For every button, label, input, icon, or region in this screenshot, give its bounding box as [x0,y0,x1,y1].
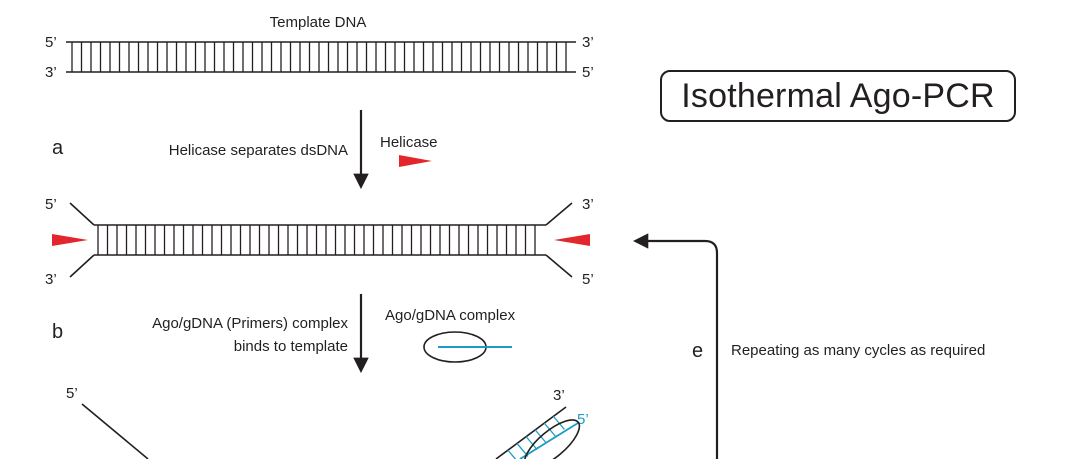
step-b-caption-line2: binds to template [234,338,348,355]
helicase-right-icon [554,234,590,246]
bottom-left-strand [81,403,149,459]
separating-right-5prime: 5’ [582,271,594,288]
bottom-right-binding-complex [495,406,581,459]
bottom-left-5prime: 5’ [66,385,78,402]
separating-left-3prime: 3’ [45,271,57,288]
step-e-caption: Repeating as many cycles as required [731,342,985,359]
bottom-right-ago-protein [523,419,581,459]
base-pair-rung [507,449,517,459]
fork-left-top [69,202,95,226]
ago-gdna-legend-label: Ago/gDNA complex [385,307,516,324]
step-a-letter: a [52,137,64,159]
helicase-legend-icon [399,155,432,167]
bottom-right-3prime: 3’ [553,387,565,404]
template-top-left-5prime: 5’ [45,34,57,51]
template-base-pairs [71,42,567,72]
base-pair-rung [525,436,538,451]
helicase-legend-label: Helicase [380,134,438,151]
template-dsdna [66,41,576,73]
step-b-letter: b [52,321,63,343]
fork-right-bottom [545,254,573,278]
template-dna-label: Template DNA [270,14,367,31]
bottom-right-guide-strand [519,422,579,459]
bottom-right-template-strand [495,406,567,459]
repeat-cycle-arrow [632,233,719,459]
template-bottom-left-3prime: 3’ [45,64,57,81]
separating-base-pairs [97,225,536,255]
base-pair-rung [552,415,565,430]
step-e-letter: e [692,340,703,362]
step-a-caption: Helicase separates dsDNA [169,142,348,159]
step-b-caption-line1: Ago/gDNA (Primers) complex [152,315,348,332]
separating-right-3prime: 3’ [582,196,594,213]
template-top-right-3prime: 3’ [582,34,594,51]
ago-gdna-legend-icon [423,331,512,363]
fork-right-top [545,202,573,226]
template-bottom-right-5prime: 5’ [582,64,594,81]
separating-dsdna [69,202,573,278]
helicase-left-icon [52,234,88,246]
separating-left-5prime: 5’ [45,196,57,213]
bottom-right-guide-5prime: 5’ [577,411,589,428]
fork-left-bottom [69,254,95,278]
diagram-title: Isothermal Ago-PCR [660,70,1016,122]
